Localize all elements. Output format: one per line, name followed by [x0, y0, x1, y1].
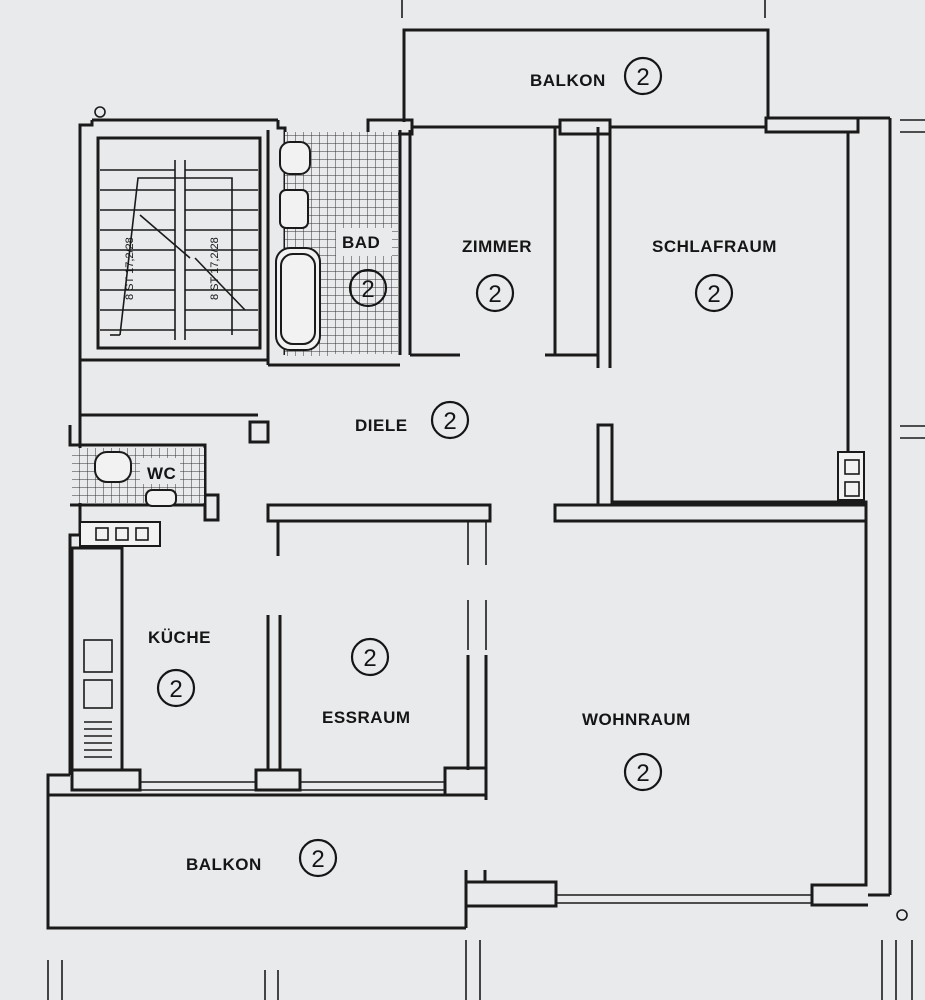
- room-labels: BALKON 2 BAD 2 ZIMMER 2 SCHLAFRAUM 2 DIE…: [147, 56, 777, 878]
- room-zimmer: ZIMMER 2: [462, 237, 532, 313]
- room-name: ESSRAUM: [322, 708, 411, 727]
- stove-icon: [79, 521, 161, 547]
- bathroom: [275, 132, 398, 356]
- sink-icon: [279, 189, 309, 229]
- room-number: 2: [361, 276, 374, 303]
- room-name: BALKON: [186, 855, 262, 874]
- room-name: WC: [147, 464, 176, 483]
- room-name: KÜCHE: [148, 628, 211, 647]
- kitchen-fixtures: [70, 521, 161, 772]
- room-number: 2: [488, 281, 501, 308]
- room-schlafraum: SCHLAFRAUM 2: [652, 237, 777, 313]
- wc: [72, 448, 204, 507]
- sheet-lines: [47, 0, 925, 1000]
- room-number: 2: [311, 846, 324, 873]
- sink-icon: [145, 489, 177, 507]
- room-diele: DIELE 2: [355, 400, 470, 440]
- schlafraum-fixture: [837, 451, 865, 501]
- room-name: DIELE: [355, 416, 408, 435]
- room-wc: WC: [147, 464, 176, 483]
- room-number: 2: [636, 64, 649, 91]
- room-number: 2: [443, 408, 456, 435]
- staircase: 8 ST 17,2/28 8 ST 17,2/28: [96, 136, 262, 350]
- room-name: WOHNRAUM: [582, 710, 691, 729]
- room-kueche: KÜCHE 2: [148, 628, 211, 708]
- toilet-icon: [279, 141, 311, 175]
- outer-walls: [68, 116, 892, 928]
- stair-label-left: 8 ST 17,2/28: [124, 237, 136, 300]
- balcony-bottom: [46, 766, 488, 930]
- room-name: ZIMMER: [462, 237, 532, 256]
- stair-label-right: 8 ST 17,2/28: [209, 237, 221, 300]
- room-number: 2: [169, 676, 182, 703]
- room-balkon-bottom: BALKON 2: [186, 838, 338, 878]
- room-number: 2: [707, 281, 720, 308]
- room-essraum: 2 ESSRAUM: [322, 637, 411, 727]
- toilet-icon: [94, 451, 132, 483]
- room-bad: BAD 2: [342, 233, 388, 308]
- room-name: BAD: [342, 233, 380, 252]
- room-number: 2: [363, 645, 376, 672]
- room-name: BALKON: [530, 71, 606, 90]
- room-number: 2: [636, 760, 649, 787]
- room-name: SCHLAFRAUM: [652, 237, 777, 256]
- room-balkon-top: BALKON 2: [530, 56, 663, 96]
- interior-walls: [68, 127, 868, 800]
- balcony-top: [402, 28, 770, 122]
- room-wohnraum: WOHNRAUM 2: [582, 710, 691, 792]
